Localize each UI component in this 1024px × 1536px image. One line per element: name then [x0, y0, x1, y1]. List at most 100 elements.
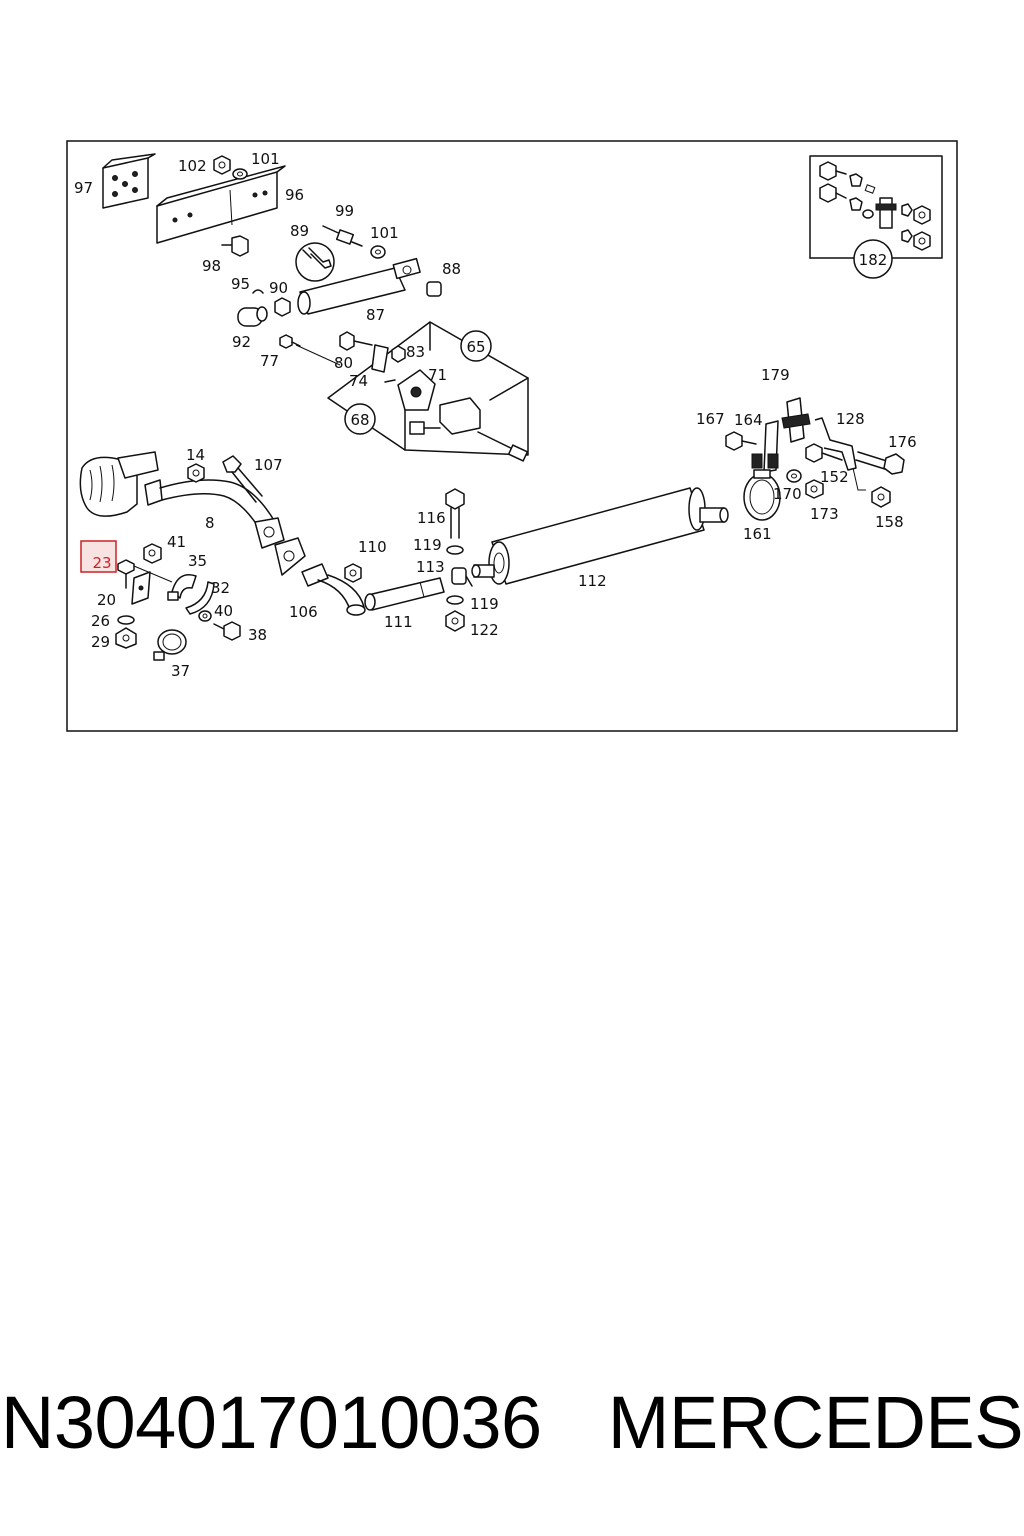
exhaust-manifold [79, 451, 159, 517]
label-164: 164 [734, 411, 763, 429]
label-173: 173 [810, 505, 839, 523]
washer-40 [198, 610, 212, 622]
bolt-23 [117, 559, 173, 589]
label-102: 102 [178, 157, 207, 175]
clamp-37 [153, 629, 187, 661]
highlight-box-23[interactable] [80, 540, 117, 573]
label-176: 176 [888, 433, 917, 451]
clip-95 [252, 289, 264, 294]
label-37: 37 [171, 662, 190, 680]
bracket-74 [371, 344, 389, 373]
label-77: 77 [260, 352, 279, 370]
nut-29 [115, 627, 137, 649]
label-116: 116 [417, 509, 446, 527]
pipe-106 [301, 563, 366, 616]
label-92: 92 [232, 333, 251, 351]
downpipe-8 [144, 479, 285, 549]
bolt-176 [855, 451, 905, 475]
label-32: 32 [211, 579, 230, 597]
label-106: 106 [289, 603, 318, 621]
bolt-77 [279, 334, 301, 349]
exhaust-exploded-diagram: 65 68 182 23 97 102 101 96 99 101 89 98 … [66, 140, 958, 732]
damper-87 [297, 257, 421, 315]
clamp-35 [167, 574, 197, 601]
nut-122 [445, 610, 465, 632]
label-107: 107 [254, 456, 283, 474]
circled-ref-68-label: 68 [350, 411, 369, 429]
label-83: 83 [406, 343, 425, 361]
inset-box [809, 155, 943, 259]
label-71: 71 [428, 366, 447, 384]
bracket-20 [131, 571, 151, 605]
inset-hardware [819, 161, 931, 251]
label-170: 170 [773, 485, 802, 503]
label-101: 101 [370, 224, 399, 242]
label-97: 97 [74, 179, 93, 197]
label-119-upper: 119 [413, 536, 442, 554]
label-158: 158 [875, 513, 904, 531]
label-179: 179 [761, 366, 790, 384]
label-20: 20 [97, 591, 116, 609]
wrench-icon-89 [295, 242, 335, 282]
strap-161 [743, 469, 781, 521]
bolt-98 [221, 235, 249, 257]
label-113: 113 [416, 558, 445, 576]
nut-41 [143, 543, 162, 564]
washer-170 [786, 469, 802, 483]
pipe-111 [364, 577, 445, 611]
label-29: 29 [91, 633, 110, 651]
label-112: 112 [578, 572, 607, 590]
highlight-label-23: 23 [92, 554, 111, 572]
label-110: 110 [358, 538, 387, 556]
nut-102 [213, 155, 231, 175]
circled-ref-68: 68 [344, 403, 376, 435]
bracket-128 [814, 417, 857, 471]
label-101-top: 101 [251, 150, 280, 168]
label-26: 26 [91, 612, 110, 630]
circled-ref-182-label: 182 [859, 251, 888, 269]
label-95: 95 [231, 275, 250, 293]
label-87: 87 [366, 306, 385, 324]
clamp-113 [451, 567, 473, 587]
circled-ref-182: 182 [853, 239, 893, 279]
label-152: 152 [820, 468, 849, 486]
bushing-88 [426, 281, 442, 297]
label-41: 41 [167, 533, 186, 551]
hanger-164 [751, 420, 779, 473]
circled-ref-65-label: 65 [466, 338, 485, 356]
clamp-32 [185, 581, 215, 615]
circled-ref-65: 65 [460, 330, 492, 362]
washer-101 [370, 245, 386, 259]
mount-92 [237, 306, 268, 327]
part-number: N304017010036 [0, 1380, 542, 1464]
label-38: 38 [248, 626, 267, 644]
nut-83 [391, 345, 406, 363]
brand-name: MERCEDES [607, 1380, 1024, 1464]
flange-106-gasket [274, 537, 306, 576]
label-14: 14 [186, 446, 205, 464]
label-161: 161 [743, 525, 772, 543]
label-98: 98 [202, 257, 221, 275]
washer-119-lower [446, 595, 464, 605]
washer-101-top [232, 168, 248, 180]
rubber-mount-71 [384, 369, 436, 411]
bolt-152 [805, 443, 843, 463]
muffler-112 [471, 487, 729, 585]
bracket-97 [102, 153, 156, 209]
label-96: 96 [285, 186, 304, 204]
nut-173 [805, 479, 824, 499]
bolt-167 [725, 431, 757, 451]
pin-99 [322, 225, 363, 247]
label-8: 8 [205, 514, 215, 532]
label-119-lower: 119 [470, 595, 499, 613]
label-74: 74 [349, 372, 368, 390]
label-89: 89 [290, 222, 309, 240]
label-88: 88 [442, 260, 461, 278]
label-122: 122 [470, 621, 499, 639]
label-111: 111 [384, 613, 413, 631]
nut-90 [274, 297, 291, 317]
label-90: 90 [269, 279, 288, 297]
diagram-frame [66, 140, 958, 732]
caption: N304017010036 MERCEDES [0, 1372, 1024, 1472]
bolt-107 [222, 455, 263, 503]
